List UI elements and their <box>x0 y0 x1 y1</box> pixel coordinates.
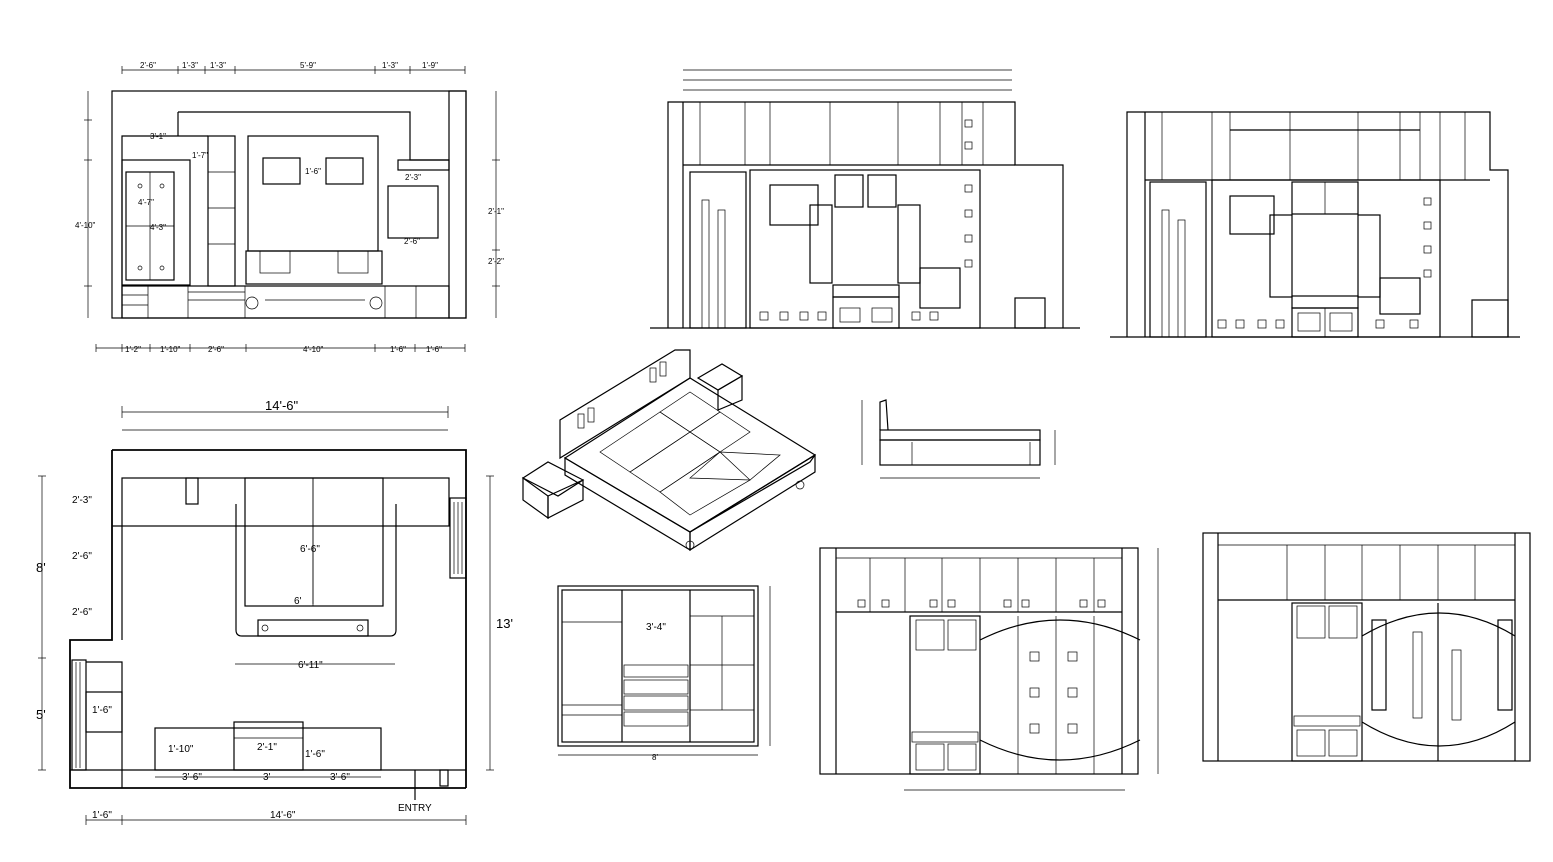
elev-a-top-dim-1: 2'-6" <box>140 61 156 70</box>
elev-a-top-dim-3: 1'-3" <box>210 61 226 70</box>
elev-a-top-dim-2: 1'-3" <box>182 61 198 70</box>
plan-wardrobe-2-3: 2'-3" <box>72 495 92 506</box>
elev-a-label-1-7: 1'-7" <box>192 151 208 160</box>
plan-desk-3-6-a: 3'-6" <box>182 772 202 783</box>
elev-a-bottom-dim-1: 1'-2" <box>125 345 141 354</box>
wardrobe-bottom-label: 8' <box>652 753 658 762</box>
plan-right-13: 13' <box>496 616 513 631</box>
wardrobe-width-label: 3'-4" <box>646 622 666 633</box>
elevation-a: 2'-6" 1'-3" 1'-3" 5'-9" 1'-3" 1'-9" <box>75 61 504 354</box>
floor-plan: 14'-6" 2'-3" 2'-6" 2'-6" 6'-6" 6 <box>36 398 513 825</box>
plan-width-top: 14'-6" <box>265 398 299 413</box>
elev-a-label-4-3: 4'-3" <box>150 223 166 232</box>
elev-a-bottom-dim-4: 4'-10" <box>303 345 324 354</box>
plan-desk-3: 3' <box>263 772 271 783</box>
elev-a-bottom-dim-2: 1'-10" <box>160 345 181 354</box>
elev-a-top-dim-5: 1'-3" <box>382 61 398 70</box>
elev-a-label-4-7: 4'-7" <box>138 198 154 207</box>
elev-a-label-4-10: 4'-10" <box>75 221 96 230</box>
wardrobe-elevation: 3'-4" 8' <box>557 585 771 762</box>
isometric-bed <box>521 349 817 552</box>
plan-desk-3-6-b: 3'-6" <box>330 772 350 783</box>
plan-left-8: 8' <box>36 560 46 575</box>
elev-a-label-2-3: 2'-3" <box>405 173 421 182</box>
plan-desk-1-6: 1'-6" <box>305 749 325 760</box>
elev-a-bottom-dim-3: 2'-6" <box>208 345 224 354</box>
plan-bed-frame: 6'-11" <box>298 660 323 671</box>
elev-a-bottom-dim-6: 1'-6" <box>426 345 442 354</box>
elev-a-top-dim-4: 5'-9" <box>300 61 316 70</box>
elev-a-label-1-6: 1'-6" <box>305 167 321 176</box>
plan-bed-length: 6'-6" <box>300 544 320 555</box>
elev-a-bottom-dim-5: 1'-6" <box>390 345 406 354</box>
plan-wardrobe-2-6-a: 2'-6" <box>72 551 92 562</box>
elevation-b <box>650 69 1080 329</box>
elevation-e <box>1202 532 1531 762</box>
plan-left-5: 5' <box>36 707 46 722</box>
plan-wardrobe-2-6-b: 2'-6" <box>72 607 92 618</box>
plan-side-1-6: 1'-6" <box>92 705 112 716</box>
elev-a-top-dim-6: 1'-9" <box>422 61 438 70</box>
elev-a-label-3-1: 3'-1" <box>150 132 166 141</box>
plan-bed-width: 6' <box>294 596 302 607</box>
bed-side-elevation <box>861 399 1056 479</box>
plan-entry-label: ENTRY <box>398 803 432 814</box>
plan-desk-1-10: 1'-10" <box>168 744 194 755</box>
plan-width-bottom: 14'-6" <box>270 810 296 821</box>
plan-offset-bottom: 1'-6" <box>92 810 112 821</box>
elevation-c <box>1110 111 1520 338</box>
elevation-d <box>819 547 1159 791</box>
elev-a-label-2-6: 2'-6" <box>404 237 420 246</box>
plan-desk-2-1: 2'-1" <box>257 742 277 753</box>
